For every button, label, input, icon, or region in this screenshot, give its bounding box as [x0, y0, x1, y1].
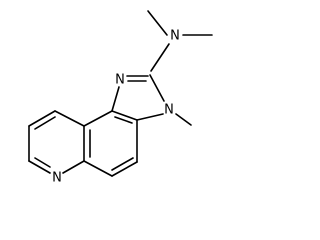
bond-c7-c6-inner	[34, 157, 51, 168]
bonds	[28, 10, 213, 177]
bond-c9b-c3a	[111, 110, 138, 121]
bond-amine-c2	[150, 43, 170, 72]
bond-n3-methyl	[175, 113, 192, 126]
bond-c5-c4	[111, 161, 138, 177]
bond-c7-c6	[28, 160, 51, 174]
bond-c9b-c3a-inner	[114, 116, 133, 124]
atom-label-pyridine-n: N	[52, 171, 62, 186]
atom-label-amine-n: N	[170, 29, 180, 44]
chemical-structure-diagram: N N N N	[28, 10, 213, 186]
bond-c5a-c5	[83, 160, 113, 177]
bond-n1-c9b	[111, 86, 120, 112]
bond-c2-n3	[149, 74, 165, 102]
bond-n-pyridine-c5a	[62, 160, 85, 174]
atom-label-methylated-n: N	[164, 103, 174, 118]
bond-c9b-c9a	[83, 110, 113, 127]
bond-c9a-c9	[54, 110, 85, 127]
bond-c5-c4-inner	[111, 157, 134, 171]
atom-labels: N N N N	[52, 29, 180, 186]
bond-c9-c8	[28, 110, 56, 127]
bond-c9-c8-inner	[34, 116, 56, 130]
bond-n3-c3a	[136, 113, 164, 121]
atom-label-imidazole-n: N	[115, 73, 125, 88]
bond-amine-methyl-upper-left	[147, 10, 168, 36]
